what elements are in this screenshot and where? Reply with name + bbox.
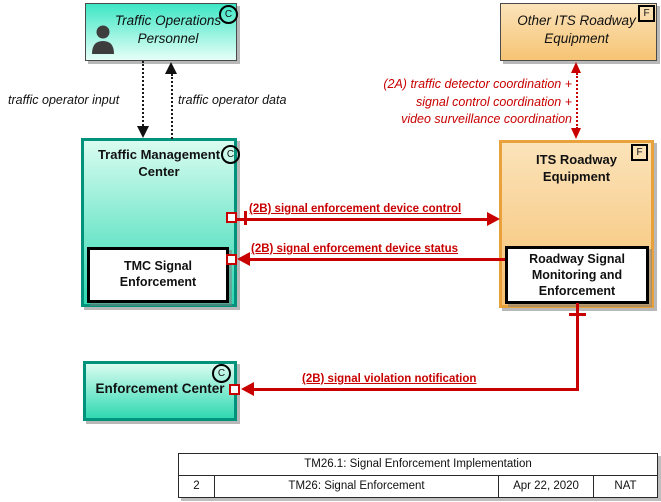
flow-label-traffic-operator-input[interactable]: traffic operator input bbox=[8, 93, 120, 107]
connection-port bbox=[226, 254, 237, 265]
table-cell-package-name: TM26: Signal Enforcement bbox=[215, 476, 499, 497]
badge-center-c: C bbox=[219, 5, 238, 24]
person-icon bbox=[90, 24, 116, 59]
node-label: Other ITS Roadway Equipment bbox=[517, 13, 636, 46]
line-tick bbox=[569, 313, 586, 316]
badge-center-c: C bbox=[221, 145, 240, 164]
operator-input-line bbox=[142, 61, 144, 126]
table-title: TM26.1: Signal Enforcement Implementatio… bbox=[304, 458, 532, 470]
badge-center-c: C bbox=[212, 364, 231, 383]
badge-field-f: F bbox=[631, 144, 648, 161]
arrowhead-up-icon bbox=[571, 62, 581, 73]
table-cell-region: NAT bbox=[614, 480, 637, 492]
node-enforcement-center[interactable]: Enforcement Center bbox=[83, 361, 237, 421]
operator-data-line bbox=[171, 74, 173, 139]
node-label: Roadway Signal Monitoring and Enforcemen… bbox=[529, 252, 625, 298]
device-control-line bbox=[236, 218, 488, 221]
table-cell-date: Apr 22, 2020 bbox=[499, 476, 594, 497]
node-roadway-signal-monitoring-and-enforcement[interactable]: Roadway Signal Monitoring and Enforcemen… bbox=[505, 246, 649, 304]
arrowhead-left-icon bbox=[241, 382, 254, 396]
node-traffic-operations-personnel[interactable]: Traffic Operations Personnel C bbox=[85, 3, 238, 61]
node-label: Enforcement Center bbox=[95, 381, 225, 396]
node-label: TMC Signal Enforcement bbox=[119, 259, 197, 289]
node-tmc-signal-enforcement[interactable]: TMC Signal Enforcement bbox=[87, 247, 229, 303]
coordination-line-2: signal control coordination + bbox=[416, 94, 572, 109]
node-label: Traffic Operations Personnel bbox=[114, 13, 222, 46]
violation-line-vertical bbox=[576, 303, 579, 391]
violation-line-horizontal bbox=[252, 388, 579, 391]
flow-label-coordination-2a[interactable]: (2A) traffic detector coordination + sig… bbox=[383, 76, 572, 129]
connection-port bbox=[229, 384, 240, 395]
diagram-title-table: TM26.1: Signal Enforcement Implementatio… bbox=[178, 453, 658, 498]
flow-label-traffic-operator-data[interactable]: traffic operator data bbox=[178, 93, 287, 107]
coordination-line-3: video surveillance coordination bbox=[401, 112, 572, 126]
arrowhead-down-icon bbox=[137, 126, 149, 138]
device-status-line bbox=[248, 258, 505, 261]
node-label: Traffic Management Center bbox=[97, 147, 221, 179]
coordination-line-1: (2A) traffic detector coordination + bbox=[383, 77, 572, 91]
coordination-line bbox=[576, 73, 578, 129]
arrowhead-up-icon bbox=[165, 62, 177, 74]
badge-field-f: F bbox=[638, 5, 655, 22]
arrowhead-down-icon bbox=[571, 128, 581, 139]
flow-label-violation-notification-2b[interactable]: (2B) signal violation notification bbox=[302, 373, 477, 385]
arrowhead-right-icon bbox=[487, 212, 500, 226]
arrowhead-left-icon bbox=[237, 252, 250, 266]
flow-label-device-status-2b[interactable]: (2B) signal enforcement device status bbox=[251, 243, 459, 255]
table-cell-number: 2 bbox=[179, 476, 215, 497]
node-label: ITS Roadway Equipment bbox=[536, 152, 617, 184]
connection-port bbox=[226, 212, 237, 223]
node-other-its-roadway-equipment[interactable]: Other ITS Roadway Equipment F bbox=[500, 3, 657, 61]
flow-label-device-control-2b[interactable]: (2B) signal enforcement device control bbox=[249, 203, 462, 215]
